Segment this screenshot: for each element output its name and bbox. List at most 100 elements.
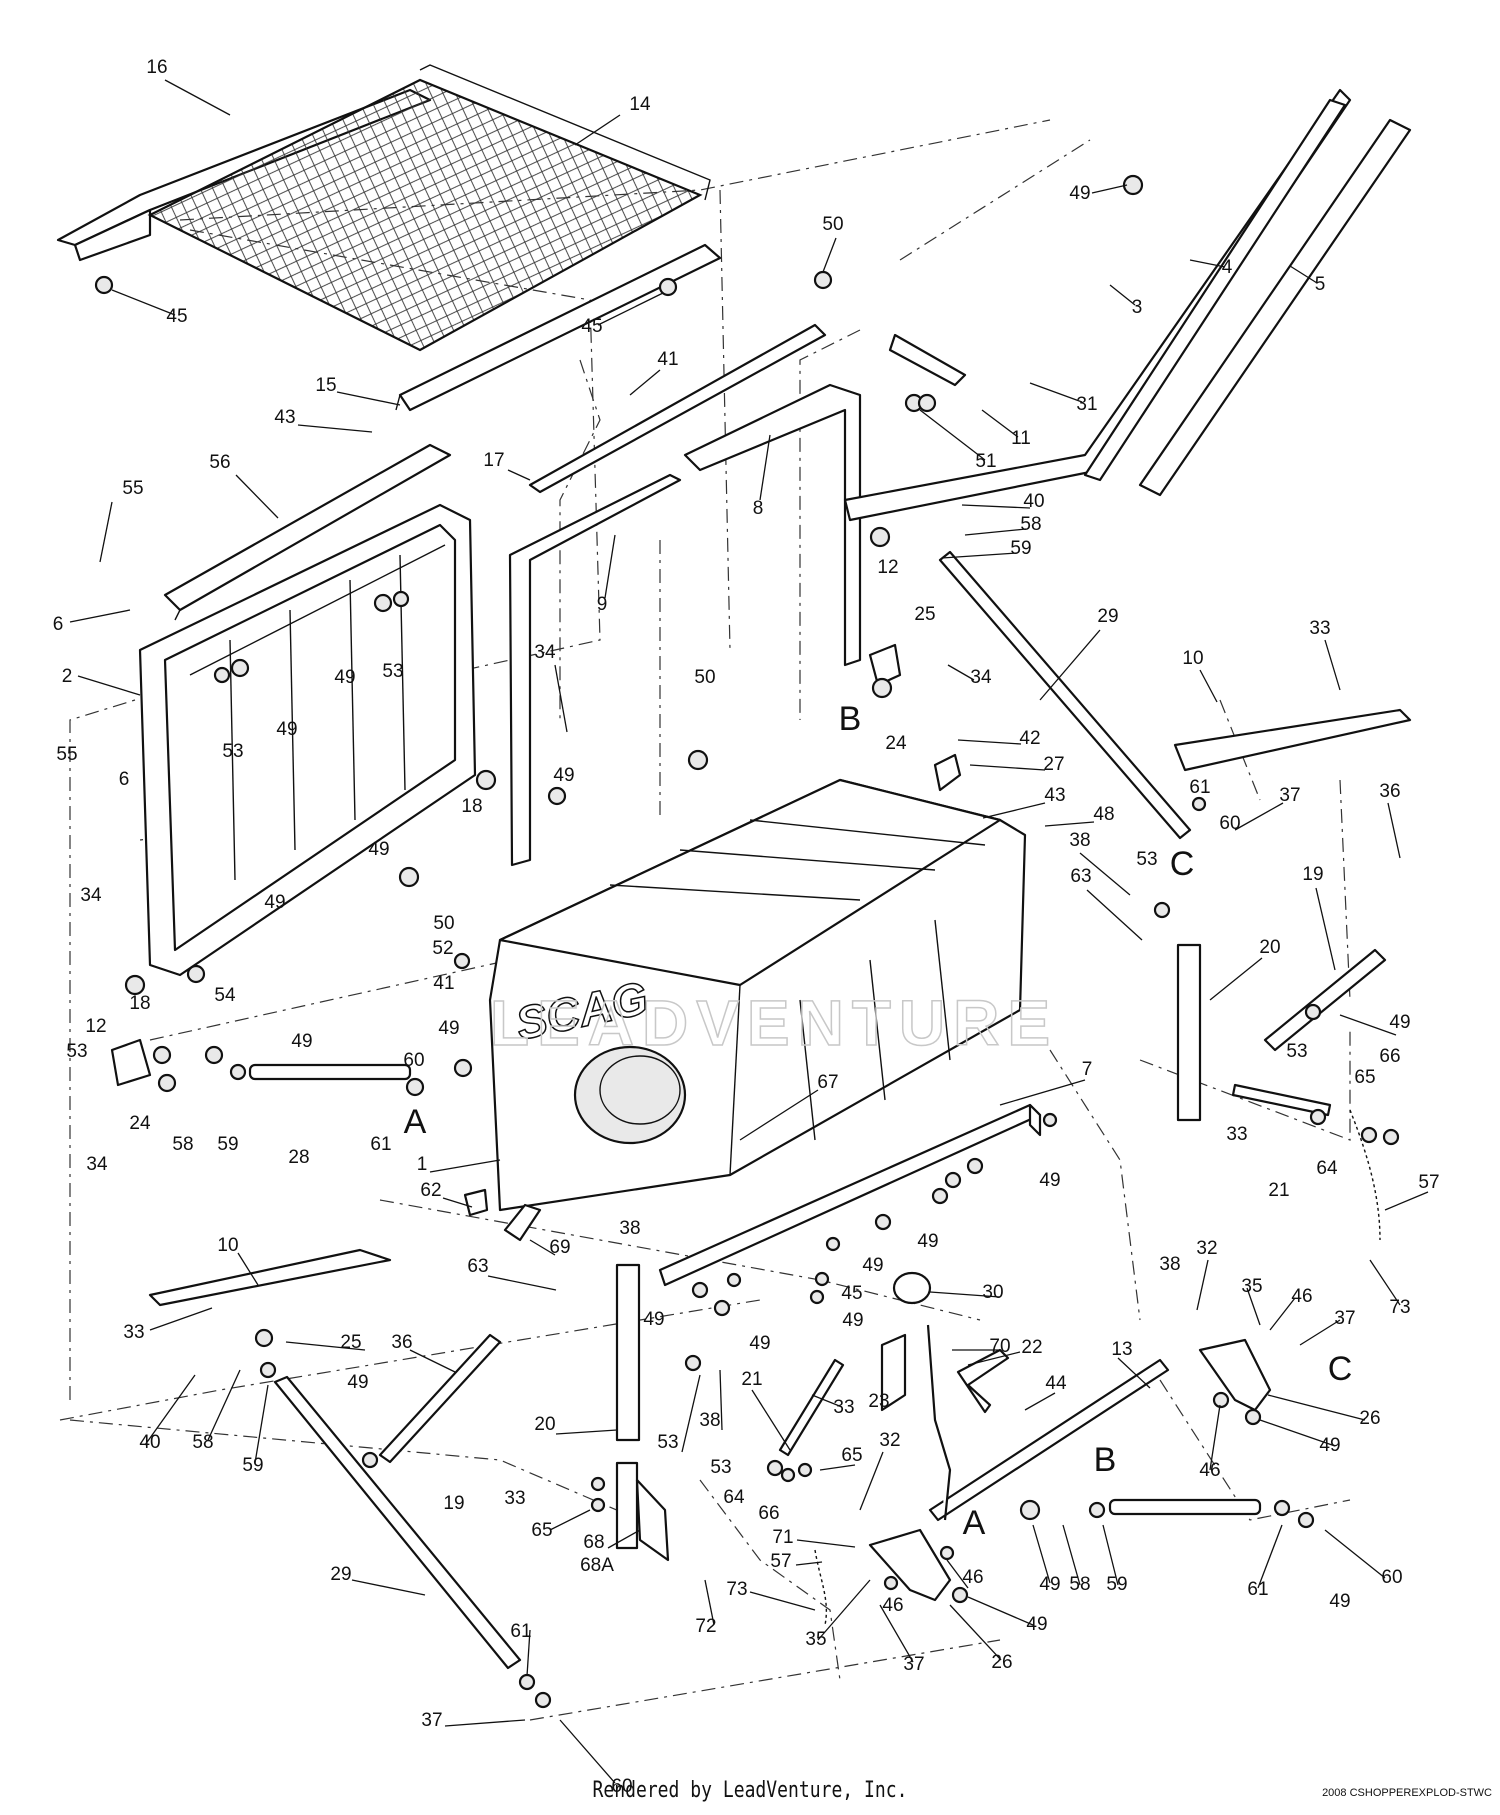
footer-credit: Rendered by LeadVenture, Inc. <box>592 1778 908 1803</box>
part-callout-number: 46 <box>962 1567 983 1588</box>
part-angle-10-left <box>148 1248 392 1307</box>
part-callout-number: 2 <box>62 666 73 687</box>
part-callout-number: 49 <box>1319 1435 1340 1456</box>
part-callout-number: 38 <box>619 1218 640 1239</box>
part-callout-number: 33 <box>123 1322 144 1343</box>
part-callout-number: 38 <box>1069 830 1090 851</box>
part-rail-7 <box>658 1103 1042 1287</box>
part-callout-number: 56 <box>209 452 230 473</box>
part-rail-15 <box>395 243 722 412</box>
part-callout-number: 3 <box>1132 297 1143 318</box>
part-callout-number: 49 <box>553 765 574 786</box>
part-callout-number: 30 <box>982 1282 1003 1303</box>
part-callout-number: 6 <box>53 614 64 635</box>
part-callout-number: 11 <box>1011 428 1031 449</box>
part-callout-number: 29 <box>1097 606 1118 627</box>
part-callout-number: 61 <box>510 1621 531 1642</box>
fasteners <box>94 174 1400 1709</box>
part-clip-62 <box>463 1188 489 1217</box>
part-u-frame-8 <box>683 383 862 667</box>
part-callout-number: 65 <box>531 1520 552 1541</box>
part-bracket-12-upper <box>868 643 902 687</box>
part-bracket-12-lower <box>110 1038 152 1087</box>
part-callout-number: 45 <box>581 316 602 337</box>
part-rod-29-lower <box>273 1375 522 1670</box>
part-callout-number: 52 <box>432 938 453 959</box>
reference-letter: B <box>839 700 862 738</box>
reference-letter: C <box>1170 845 1195 883</box>
part-callout-number: 49 <box>643 1309 664 1330</box>
part-callout-number: 51 <box>975 451 996 472</box>
part-callout-number: 15 <box>315 375 336 396</box>
part-callout-number: 37 <box>1279 785 1300 806</box>
part-callout-number: 66 <box>1379 1046 1400 1067</box>
part-callout-number: 5 <box>1315 274 1326 295</box>
part-callout-number: 19 <box>443 1493 464 1514</box>
part-callout-number: 12 <box>877 557 898 578</box>
part-tube-28-right <box>1108 1498 1262 1516</box>
part-callout-number: 49 <box>1039 1574 1060 1595</box>
part-callout-number: 25 <box>340 1332 361 1353</box>
part-callout-number: 53 <box>710 1457 731 1478</box>
part-callout-number: 53 <box>66 1041 87 1062</box>
part-callout-number: 53 <box>222 741 243 762</box>
part-callout-number: 49 <box>842 1310 863 1331</box>
part-cable-57 <box>814 1109 1381 1626</box>
part-callout-number: 50 <box>822 214 843 235</box>
part-tube-28-left <box>248 1063 412 1081</box>
part-callout-number: 58 <box>172 1134 193 1155</box>
part-callout-number: 37 <box>1334 1308 1355 1329</box>
part-callout-number: 9 <box>597 594 608 615</box>
part-callout-number: 34 <box>86 1154 108 1175</box>
part-callout-number: 69 <box>549 1237 570 1258</box>
part-callout-number: 34 <box>80 885 102 906</box>
part-callout-number: 57 <box>1418 1172 1439 1193</box>
part-callout-number: 58 <box>192 1432 213 1453</box>
leader-lines <box>69 79 1429 1784</box>
part-callout-number: 49 <box>276 719 297 740</box>
part-callout-number: 60 <box>1219 813 1240 834</box>
part-callout-number: 32 <box>1196 1238 1217 1259</box>
part-callout-number: 49 <box>264 892 285 913</box>
part-frame-panel-2 <box>138 503 477 977</box>
part-callout-number: 53 <box>1286 1041 1307 1062</box>
part-lever-70 <box>892 1271 952 1521</box>
part-callout-number: 45 <box>166 306 187 327</box>
part-callout-number: 24 <box>129 1113 151 1134</box>
part-callout-number: 48 <box>1093 804 1114 825</box>
part-callout-number: 43 <box>1044 785 1065 806</box>
part-callout-number: 49 <box>749 1333 770 1354</box>
part-callout-number: 60 <box>403 1050 424 1071</box>
reference-letter: B <box>1094 1441 1117 1479</box>
part-callout-number: 40 <box>1023 491 1044 512</box>
part-bracket-68 <box>615 1461 670 1562</box>
part-callout-number: 35 <box>805 1629 826 1650</box>
part-lever-26-right <box>1198 1338 1272 1412</box>
part-callout-number: 8 <box>753 498 764 519</box>
part-callout-number: 55 <box>122 478 143 499</box>
part-callout-number: 23 <box>868 1391 889 1412</box>
part-callout-number: 49 <box>438 1018 459 1039</box>
part-callout-number: 34 <box>534 642 556 663</box>
part-callout-number: 61 <box>1247 1579 1268 1600</box>
part-callout-number: 49 <box>368 839 389 860</box>
part-callout-number: 10 <box>1182 648 1203 669</box>
part-callout-number: 26 <box>991 1652 1012 1673</box>
part-callout-number: 50 <box>433 913 454 934</box>
part-callout-number: 73 <box>726 1579 747 1600</box>
part-callout-number: 53 <box>382 661 403 682</box>
part-callout-number: 33 <box>504 1488 525 1509</box>
part-callout-number: 19 <box>1302 864 1323 885</box>
part-bar-4 <box>1138 118 1412 497</box>
part-callout-number: 17 <box>483 450 504 471</box>
part-callout-number: 63 <box>467 1256 488 1277</box>
part-callout-number: 55 <box>56 744 77 765</box>
part-callout-number: 71 <box>772 1527 793 1548</box>
part-clip-27 <box>933 753 962 792</box>
part-callout-number: 33 <box>1226 1124 1247 1145</box>
part-callout-number: 32 <box>879 1430 900 1451</box>
part-shaft-13 <box>928 1358 1170 1522</box>
part-callout-number: 40 <box>139 1432 160 1453</box>
part-callout-number: 46 <box>882 1595 903 1616</box>
